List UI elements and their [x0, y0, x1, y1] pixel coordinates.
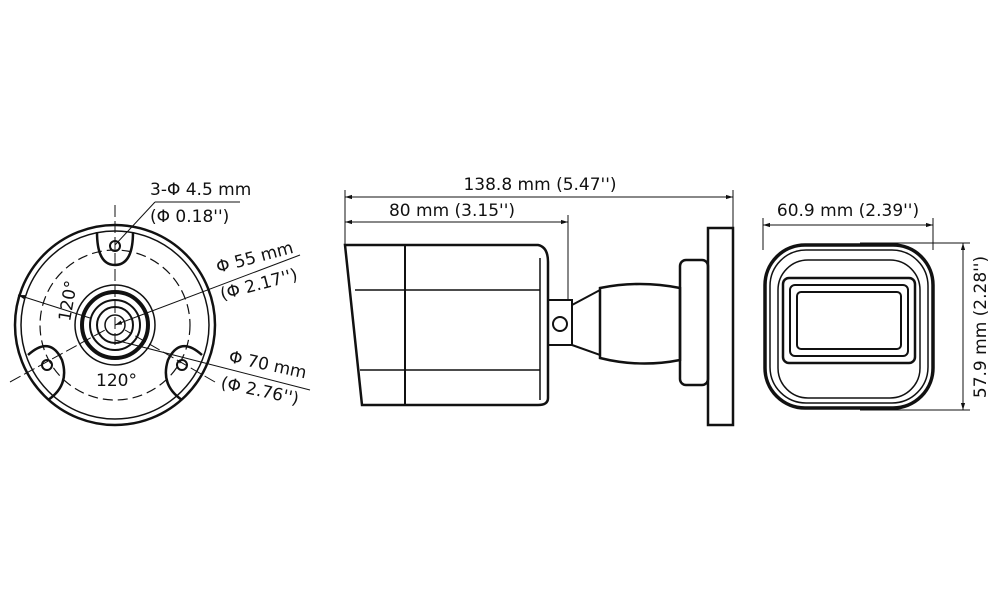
- front-view: 60.9 mm (2.39'') 57.9 mm (2.28''): [762, 201, 991, 411]
- body-length-label: 80 mm (3.15''): [389, 201, 515, 221]
- mount-hole-left: [27, 345, 66, 402]
- angle-left-label: 120°: [55, 279, 82, 323]
- mount-hole-top: [95, 231, 135, 267]
- total-length-label: 138.8 mm (5.47''): [463, 175, 616, 195]
- angle-bottom-label: 120°: [96, 371, 137, 391]
- side-view: 138.8 mm (5.47'') 80 mm (3.15''): [343, 175, 735, 427]
- holes-mm-label: 3-Φ 4.5 mm: [150, 180, 251, 200]
- height-label: 57.9 mm (2.28''): [971, 256, 991, 398]
- mount-hole-right: [164, 345, 203, 402]
- holes-in-label: (Φ 0.18''): [150, 207, 229, 227]
- bottom-view: 3-Φ 4.5 mm (Φ 0.18'') Φ 55 mm (Φ 2.17'')…: [9, 180, 311, 427]
- width-label: 60.9 mm (2.39''): [777, 201, 919, 221]
